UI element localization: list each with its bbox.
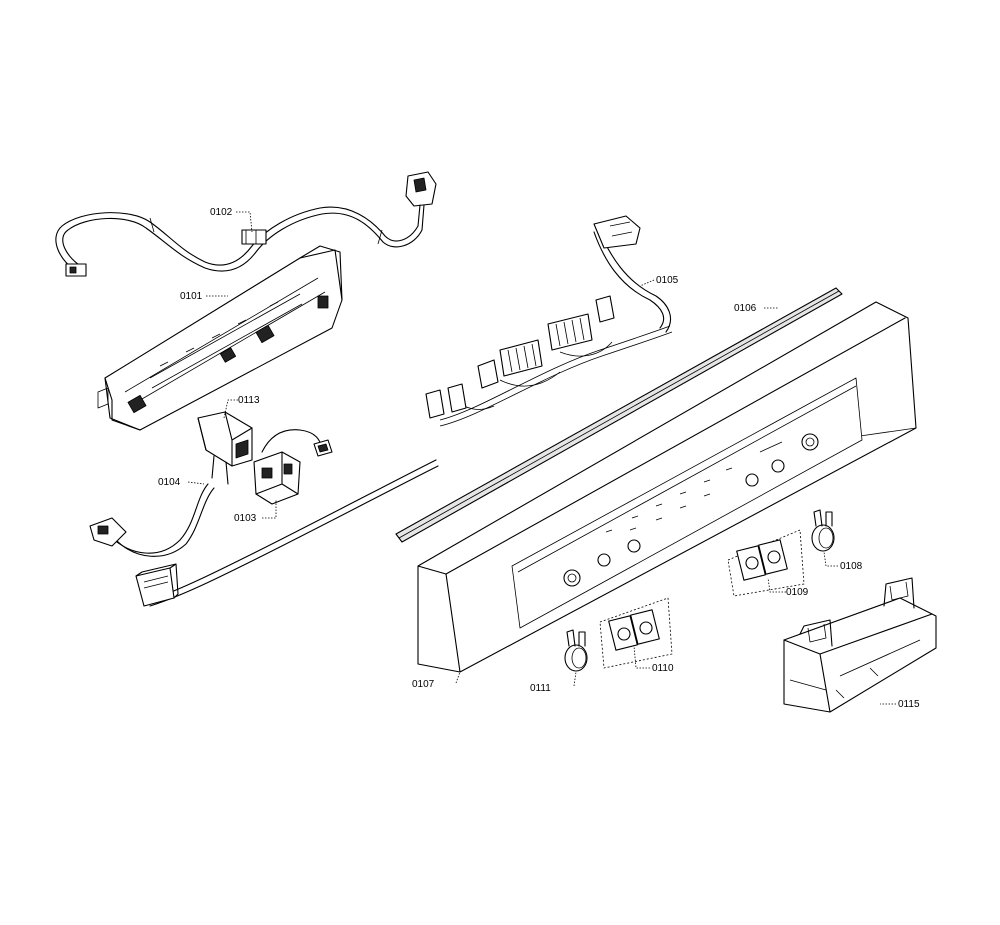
part-0101-control-board-bracket: [97, 245, 343, 431]
label-0103: 0103: [234, 513, 257, 524]
part-0103-relay-switch: [253, 429, 333, 505]
plug-b: [447, 383, 467, 413]
harness-connector-top: [405, 171, 437, 207]
label-0109: 0109: [786, 587, 809, 598]
part-0108-button: [811, 509, 835, 552]
plug-d: [499, 339, 543, 377]
plug-f: [595, 295, 615, 323]
part-0107-control-panel: [417, 301, 917, 673]
label-0105: 0105: [656, 275, 679, 286]
label-0101: 0101: [180, 291, 203, 302]
part-0109-button-pair: [727, 529, 805, 597]
part-0115-end-housing: [783, 577, 937, 713]
label-0110: 0110: [652, 663, 674, 674]
part-0110-button-pair: [599, 597, 673, 669]
plug-e: [547, 313, 593, 351]
part-0102-wire-harness: [55, 171, 437, 277]
label-0108: 0108: [840, 561, 863, 572]
label-0102: 0102: [210, 207, 233, 218]
label-0104: 0104: [158, 477, 181, 488]
plug-a: [425, 389, 445, 419]
label-0106: 0106: [734, 303, 757, 314]
part-0105-connector-harness: [425, 215, 673, 427]
leader-lines: [187, 211, 896, 705]
part-0104-wire-lead: [89, 459, 439, 607]
part-0113-switch-assembly: [197, 411, 253, 485]
label-0113: 0113: [238, 395, 260, 406]
label-0111: 0111: [530, 683, 551, 694]
connector-0105-top: [593, 215, 641, 249]
part-labels: 0102 0101 0113 0104 0103 0105 0106 0107 …: [158, 207, 920, 710]
plug-c: [477, 359, 499, 389]
label-0115: 0115: [898, 699, 920, 710]
harness-clip-0102: [241, 229, 267, 245]
block-connector: [135, 567, 175, 607]
label-0107: 0107: [412, 679, 435, 690]
part-0106-trim-strip: [395, 287, 843, 543]
part-0111-button: [564, 629, 588, 672]
